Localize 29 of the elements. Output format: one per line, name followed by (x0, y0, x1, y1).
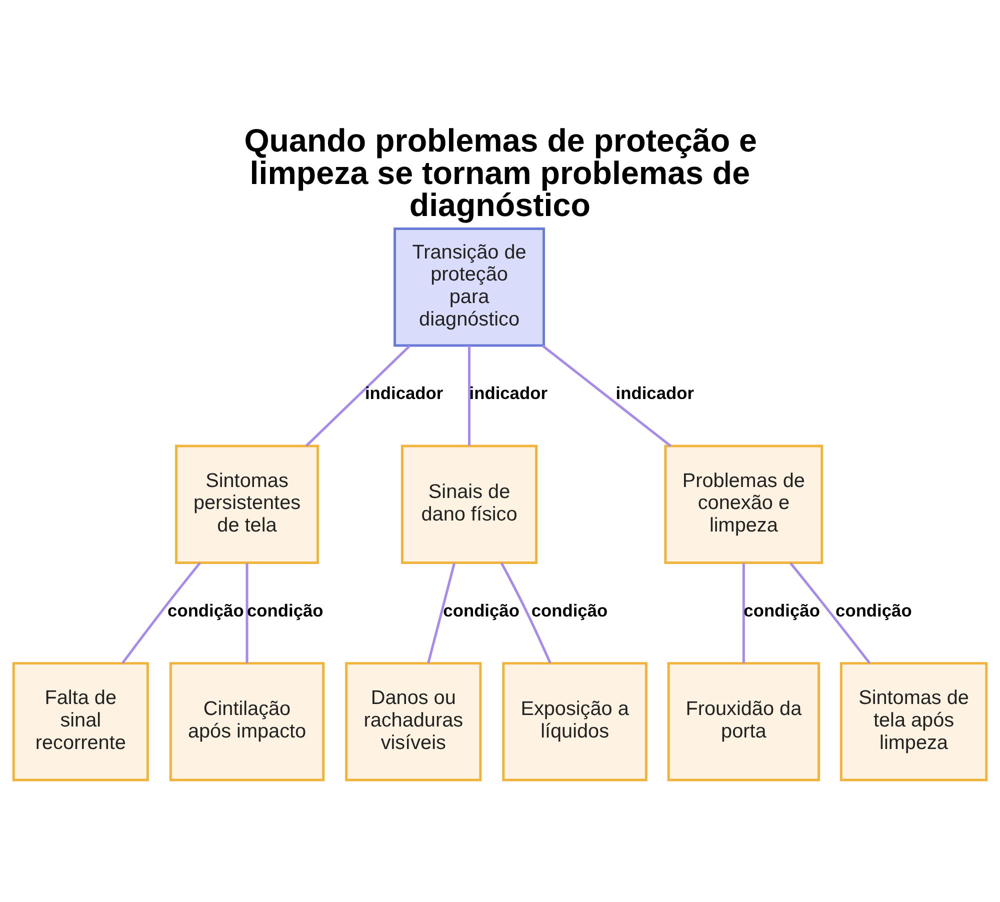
node-box: Sinais de dano físico (400, 444, 538, 564)
node-box: Transição de proteção para diagnóstico (394, 228, 546, 347)
node-box: Danos ou rachaduras visíveis (345, 662, 482, 782)
edge-label: indicador (469, 383, 548, 404)
node-box: Falta de sinal recorrente (12, 662, 149, 782)
edge-label: condição (531, 600, 608, 620)
connector (790, 562, 871, 664)
diagram-title: Quando problemas de proteção e limpeza se tornam problemas de diagnóstico (244, 122, 758, 224)
connector (742, 563, 745, 664)
edge-label: condição (247, 600, 324, 620)
connector (122, 562, 201, 664)
node-box: Sintomas persistentes de tela (175, 444, 320, 564)
connector (427, 562, 456, 664)
connector (306, 345, 411, 447)
edge-label: condição (168, 600, 244, 620)
node-box: Frouxidão da porta (667, 662, 820, 782)
node-box: Exposição a líquidos (502, 662, 648, 782)
node-box: Sintomas de tela após limpeza (840, 662, 988, 782)
edge-label: condição (443, 600, 520, 620)
connector (542, 344, 672, 448)
edge-label: indicador (616, 383, 694, 404)
connector (468, 346, 471, 446)
connector (246, 563, 248, 664)
edge-label: condição (744, 600, 820, 620)
node-box: Cintilação após impacto (169, 662, 325, 782)
connector (500, 562, 552, 664)
node-box: Problemas de conexão e limpeza (664, 444, 824, 564)
edge-label: indicador (364, 383, 444, 404)
edge-label: condição (836, 600, 912, 620)
